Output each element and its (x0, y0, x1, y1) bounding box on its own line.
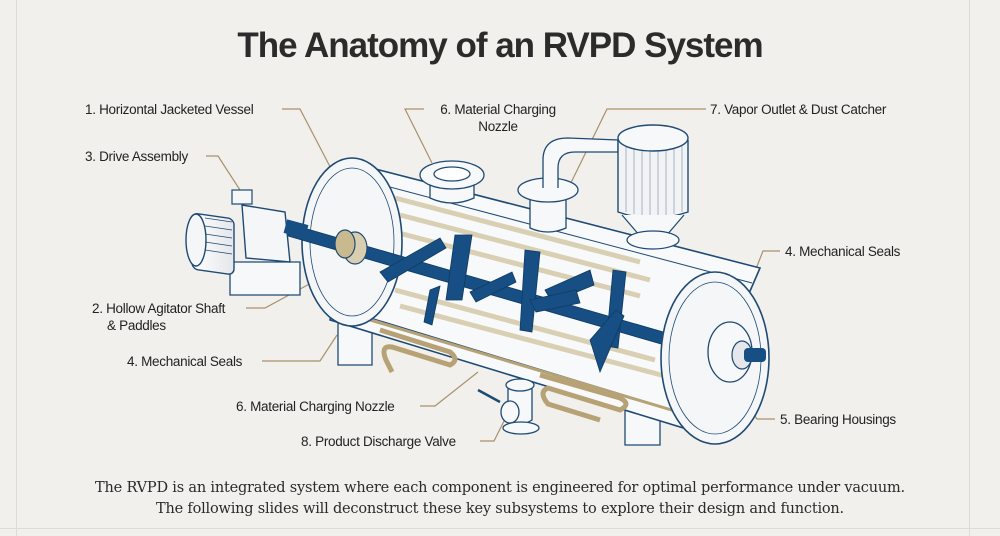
label-hollow-agitator-shaft: 2. Hollow Agitator Shaft & Paddles (92, 300, 225, 334)
leader-drive (206, 155, 241, 191)
label-line: 2. Hollow Agitator Shaft (92, 301, 226, 316)
discharge-valve (477, 378, 540, 435)
charging-nozzle-top (419, 160, 485, 204)
leader-nozzle-top (404, 108, 433, 164)
leader-nozzle-bottom (420, 371, 479, 407)
leader-discharge (480, 414, 508, 442)
slide-border-right (969, 0, 970, 536)
shaft-end (744, 348, 766, 362)
label-mechanical-seals-left: 4. Mechanical Seals (127, 354, 243, 369)
label-horizontal-jacketed-vessel: 1. Horizontal Jacketed Vessel (85, 102, 254, 117)
label-material-charging-nozzle-bottom: 6. Material Charging Nozzle (236, 399, 395, 414)
label-line: Nozzle (478, 119, 518, 134)
right-end-flange (660, 271, 770, 445)
caption-line-1: The RVPD is an integrated system where e… (95, 480, 905, 496)
label-material-charging-nozzle-top: 6. Material Charging Nozzle (428, 101, 568, 135)
label-bearing-housings: 5. Bearing Housings (780, 412, 896, 427)
drive-base (229, 261, 301, 296)
leader-seals-left (262, 334, 338, 362)
label-vapor-outlet-dust-catcher: 7. Vapor Outlet & Dust Catcher (710, 102, 887, 117)
leader-vapor (564, 108, 706, 196)
dust-catcher (617, 124, 689, 250)
leader-vessel (282, 108, 339, 183)
vapor-outlet (517, 137, 619, 233)
caption: The RVPD is an integrated system where e… (0, 478, 1000, 520)
slide-title: The Anatomy of an RVPD System (237, 26, 763, 65)
agitator (287, 223, 761, 374)
slide-border-left (16, 0, 17, 536)
drive-assembly (185, 189, 309, 275)
label-mechanical-seals-right: 4. Mechanical Seals (785, 244, 901, 259)
label-product-discharge-valve: 8. Product Discharge Valve (301, 434, 456, 449)
mechanical-seal-left (334, 229, 368, 265)
caption-line-2: The following slides will deconstruct th… (156, 501, 844, 517)
label-line: 6. Material Charging (440, 102, 556, 117)
gearbox (241, 204, 291, 263)
label-line: & Paddles (107, 318, 166, 333)
external-coils (379, 327, 629, 423)
label-drive-assembly: 3. Drive Assembly (85, 149, 188, 164)
slide-border-bottom (0, 528, 1000, 529)
